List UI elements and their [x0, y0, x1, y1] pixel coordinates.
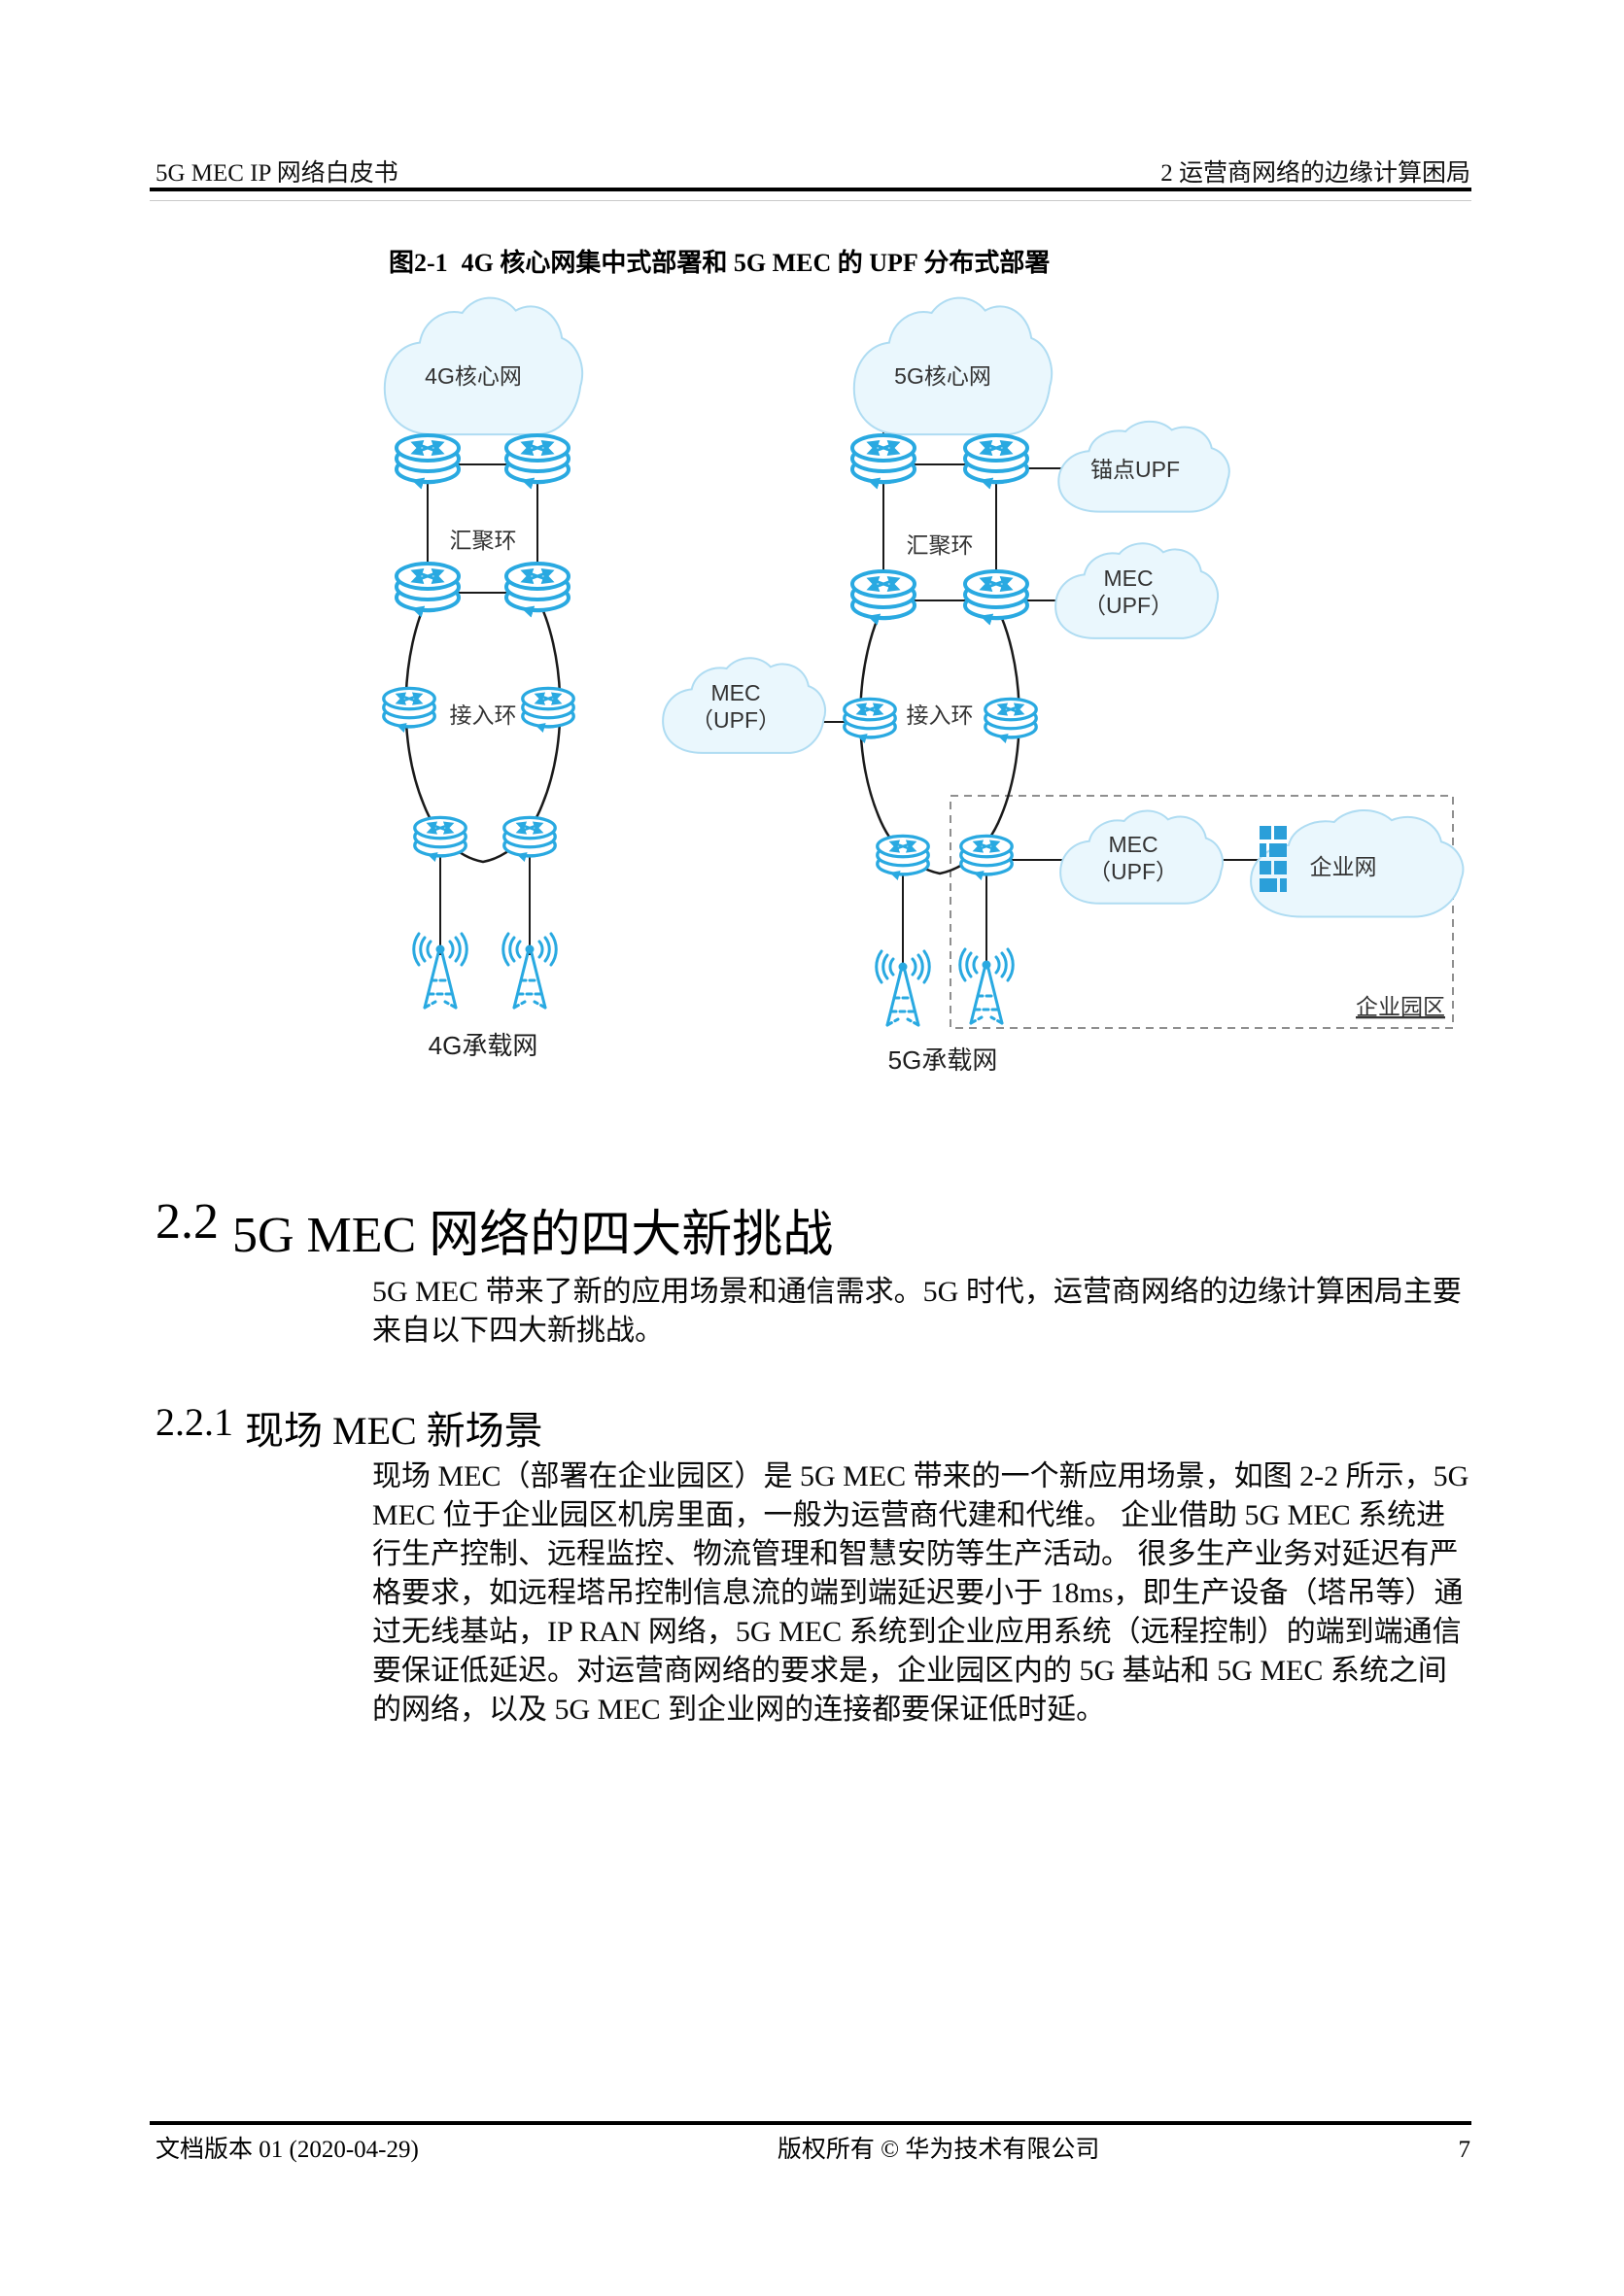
section-number: 2.2.1 — [155, 1400, 233, 1444]
label-4g-agg-ring: 汇聚环 — [450, 528, 517, 553]
router-icon — [985, 699, 1036, 737]
footer-rule — [150, 2121, 1471, 2125]
label-mec-upf-agg-2: （UPF） — [1084, 593, 1173, 618]
header-rule — [150, 188, 1471, 191]
router-icon — [878, 836, 928, 874]
enterprise-campus-box — [950, 795, 1454, 1029]
router-icon — [852, 435, 915, 483]
router-icon — [965, 435, 1027, 483]
footer-doc-version: 文档版本 01 (2020-04-29) — [155, 2137, 419, 2163]
router-icon — [845, 699, 895, 737]
label-5g-access-ring: 接入环 — [907, 703, 974, 728]
header-right-chapter: 2 运营商网络的边缘计算困局 — [1160, 160, 1470, 187]
router-icon — [852, 571, 915, 619]
label-mec-upf-campus-1: MEC — [1108, 832, 1158, 857]
connection-lines-4g — [404, 403, 562, 955]
cloud-mec-upf-agg — [1054, 542, 1219, 639]
label-enterprise-campus: 企业园区 — [1356, 994, 1445, 1019]
router-icon — [965, 571, 1027, 619]
section-heading-2-2-1: 2.2.1 现场 MEC 新场景 — [155, 1399, 543, 1456]
cloud-mec-upf-campus — [1059, 809, 1224, 905]
section-title: 5G MEC 网络的四大新挑战 — [232, 1208, 834, 1263]
cloud-mec-upf-access — [662, 657, 826, 754]
paragraph-onsite-mec: 现场 MEC（部署在企业园区）是 5G MEC 带来的一个新应用场景，如图 2-… — [372, 1460, 1469, 1726]
figure-caption: 图2-1 4G 核心网集中式部署和 5G MEC 的 UPF 分布式部署 — [389, 243, 1050, 279]
router-icon — [415, 817, 466, 856]
footer: 文档版本 01 (2020-04-29) 版权所有 © 华为技术有限公司 7 — [155, 2130, 1470, 2165]
label-anchor-upf: 锚点UPF — [1090, 457, 1180, 482]
paragraph-challenges-intro: 5G MEC 带来了新的应用场景和通信需求。5G 时代，运营商网络的边缘计算困局… — [372, 1276, 1462, 1347]
section-heading-2-2: 2.2 5G MEC 网络的四大新挑战 — [155, 1193, 833, 1266]
label-mec-upf-access-1: MEC — [710, 680, 760, 705]
router-icon — [504, 817, 555, 856]
router-icon — [397, 435, 459, 483]
label-mec-upf-campus-2: （UPF） — [1088, 859, 1178, 884]
label-mec-upf-agg-1: MEC — [1103, 565, 1153, 591]
label-enterprise-network: 企业网 — [1310, 854, 1377, 879]
figure-caption-title: 4G 核心网集中式部署和 5G MEC 的 UPF 分布式部署 — [461, 249, 1051, 277]
label-mec-upf-access-2: （UPF） — [691, 707, 780, 733]
section-title: 现场 MEC 新场景 — [245, 1409, 543, 1453]
router-icon — [523, 688, 573, 727]
router-icon — [384, 688, 434, 727]
label-4g-core-cloud: 4G核心网 — [425, 363, 522, 389]
figure-diagram: 4G核心网 汇聚环 接入环 4G承载网 5G核心网 锚点UPF 汇聚环 MEC … — [360, 296, 1465, 1075]
label-4g-transport-network: 4G承载网 — [429, 1031, 538, 1060]
header-left-title: 5G MEC IP 网络白皮书 — [155, 160, 398, 187]
section-number: 2.2 — [155, 1194, 219, 1250]
router-icon — [961, 836, 1012, 874]
router-icon — [397, 564, 459, 611]
label-5g-core-cloud: 5G核心网 — [894, 363, 991, 389]
footer-copyright: 版权所有 © 华为技术有限公司 — [777, 2137, 1100, 2163]
label-4g-access-ring: 接入环 — [450, 703, 517, 728]
footer-page-number: 7 — [1458, 2137, 1471, 2163]
router-icon — [506, 564, 569, 611]
header-rule-thin — [150, 200, 1471, 201]
router-icon — [506, 435, 569, 483]
label-5g-agg-ring: 汇聚环 — [907, 532, 974, 558]
figure-caption-label: 图2-1 — [389, 249, 448, 277]
label-5g-transport-network: 5G承载网 — [888, 1045, 998, 1075]
